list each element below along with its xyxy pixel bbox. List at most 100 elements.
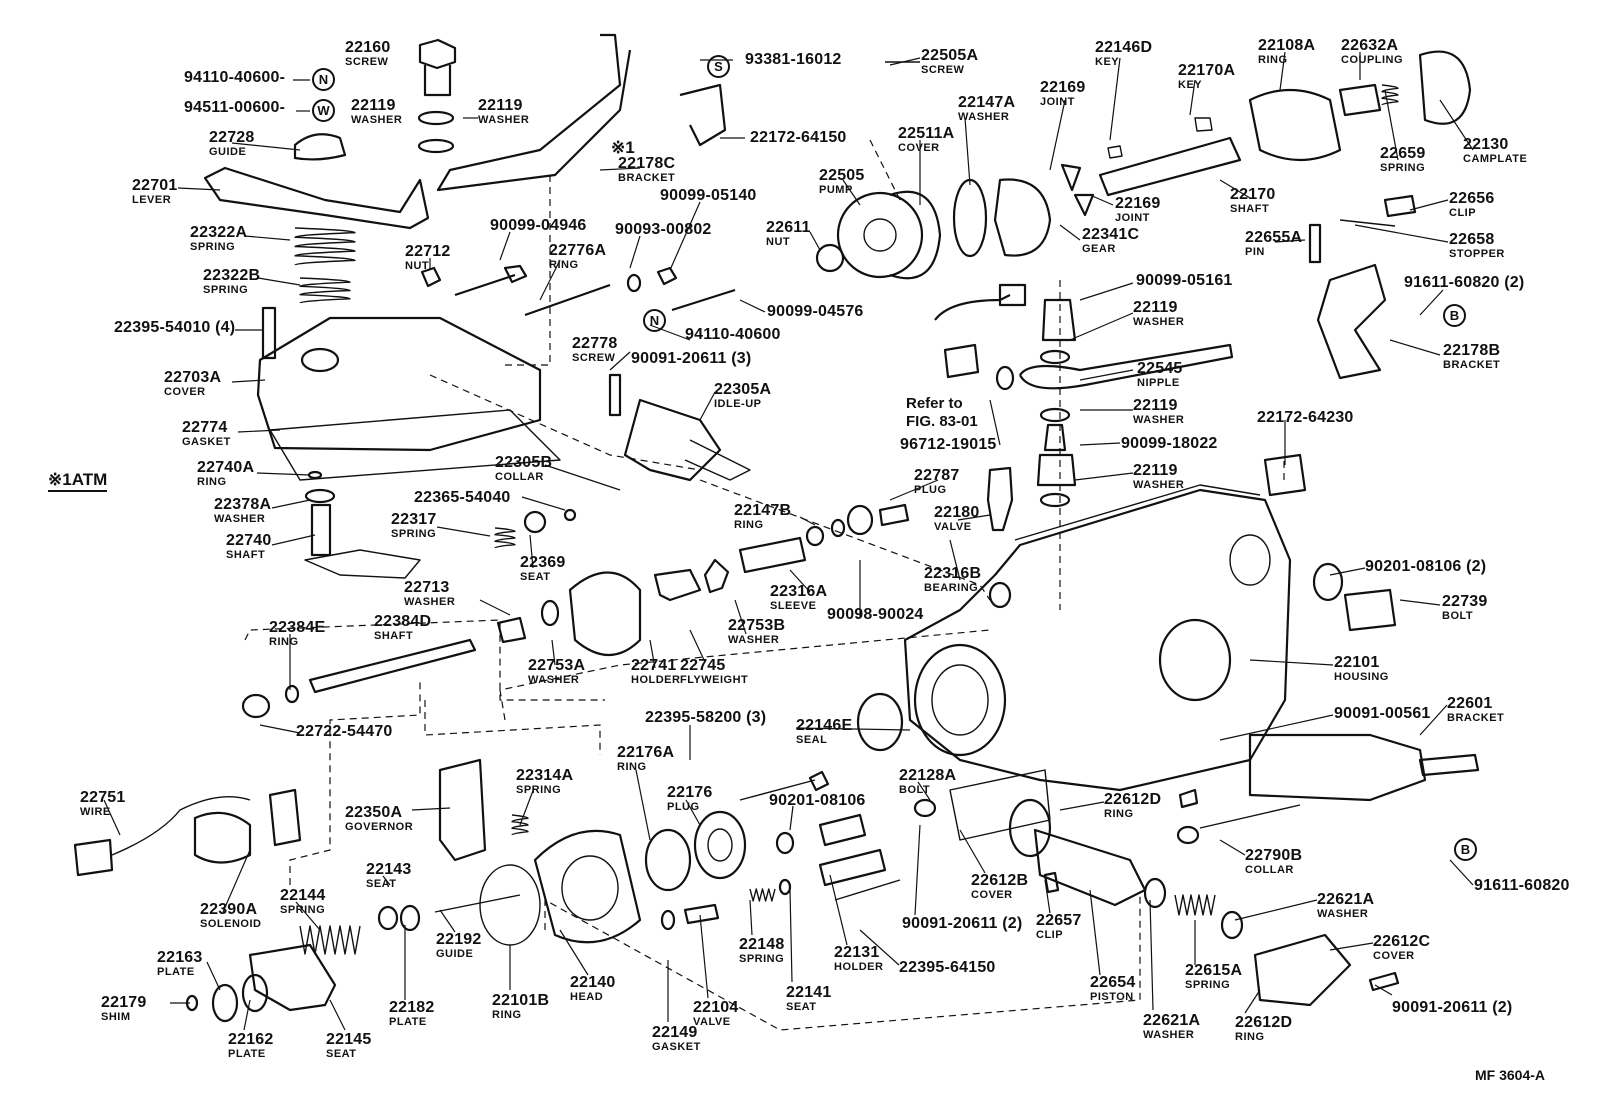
part-label[interactable]: 90091-20611 (2) <box>1392 1000 1512 1016</box>
part-label[interactable]: 90099-04576 <box>767 304 864 320</box>
part-label[interactable]: 90099-04946 <box>490 218 587 234</box>
part-label[interactable]: 90099-18022 <box>1121 436 1218 452</box>
part-label[interactable]: 90091-00561 <box>1334 706 1431 722</box>
part-label[interactable]: 22395-64150 <box>899 960 996 976</box>
part-label[interactable]: 22365-54040 <box>414 490 511 506</box>
part-label[interactable]: 90201-08106 <box>769 793 866 809</box>
part-label[interactable]: 90091-20611 (3) <box>631 351 751 367</box>
part-label[interactable]: 94110-40600- <box>184 70 285 86</box>
part-label[interactable]: 90099-05161 <box>1136 273 1233 289</box>
part-label[interactable]: 94110-40600 <box>685 327 781 343</box>
part-label[interactable]: 90098-90024 <box>827 607 924 623</box>
part-label[interactable]: 22722-54470 <box>296 724 393 740</box>
part-label[interactable]: 93381-16012 <box>745 52 842 68</box>
part-label[interactable]: 91611-60820 <box>1474 878 1570 894</box>
part-label[interactable]: 22172-64150 <box>750 130 847 146</box>
part-label[interactable]: 22172-64230 <box>1257 410 1354 426</box>
part-label[interactable]: 90093-00802 <box>615 222 712 238</box>
part-label[interactable]: 22395-54010 (4) <box>114 320 235 336</box>
part-label[interactable]: 90099-05140 <box>660 188 757 204</box>
refer-note[interactable]: Refer to FIG. 83-01 <box>906 395 978 431</box>
part-label[interactable]: 91611-60820 (2) <box>1404 275 1524 291</box>
part-label[interactable]: 90201-08106 (2) <box>1365 559 1486 575</box>
